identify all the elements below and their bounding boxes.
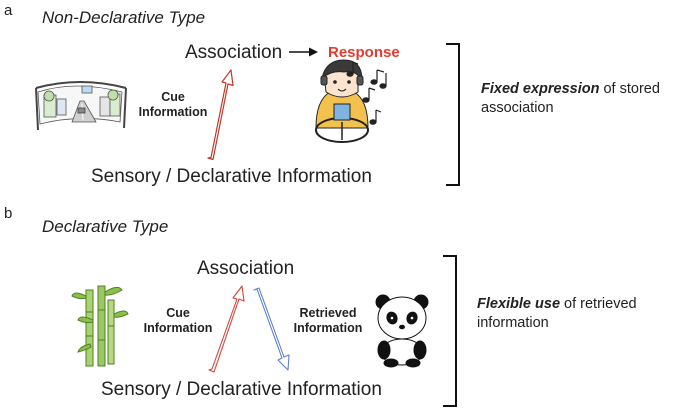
panel-a-title: Non-Declarative Type: [42, 8, 206, 27]
cue-line-1: Cue: [166, 306, 190, 320]
retrieved-arrow-blue: [253, 287, 290, 371]
panel-b-sensory: Sensory / Declarative Information: [101, 379, 382, 400]
panel-b-description-bold: Flexible use: [477, 296, 561, 312]
panel-a-response: Response: [328, 44, 400, 61]
panel-a-bracket: [446, 43, 460, 186]
panel-a-description-rest: of stored association: [481, 81, 660, 116]
panel-a-association: Association: [185, 42, 283, 63]
panda-icon: [375, 294, 429, 368]
driver-icon: [315, 59, 369, 143]
cue-arrow-red: [207, 69, 234, 161]
cue-arrow-red: [208, 285, 245, 373]
panel-b-description-rest: of retrieved information: [477, 296, 637, 331]
cue-line-1: Cue: [161, 90, 185, 104]
music-notes-icon: [346, 61, 387, 125]
panel-b-cue-label: Cue Information: [128, 306, 228, 336]
panel-a-description: Fixed expression of stored association: [481, 80, 681, 118]
panel-b-bracket: [443, 255, 457, 407]
panel-a-cue-label: Cue Information: [128, 90, 218, 120]
bamboo-icon: [71, 285, 129, 367]
panel-b-association: Association: [197, 258, 295, 279]
road-scene-icon: [35, 81, 127, 131]
panel-b-title: Declarative Type: [42, 217, 169, 236]
retrieved-line-2: Information: [293, 321, 363, 335]
panel-b-description: Flexible use of retrieved information: [477, 295, 677, 333]
association-to-response-arrow: [289, 47, 318, 57]
panel-a-label: a: [4, 2, 13, 19]
retrieved-line-1: Retrieved: [299, 306, 357, 320]
panel-a-description-bold: Fixed expression: [481, 81, 600, 97]
panel-a-sensory: Sensory / Declarative Information: [91, 166, 372, 187]
panel-b-retrieved-label: Retrieved Information: [278, 306, 378, 336]
cue-line-2: Information: [138, 105, 208, 119]
cue-line-2: Information: [143, 321, 213, 335]
panel-b-label: b: [4, 205, 13, 222]
